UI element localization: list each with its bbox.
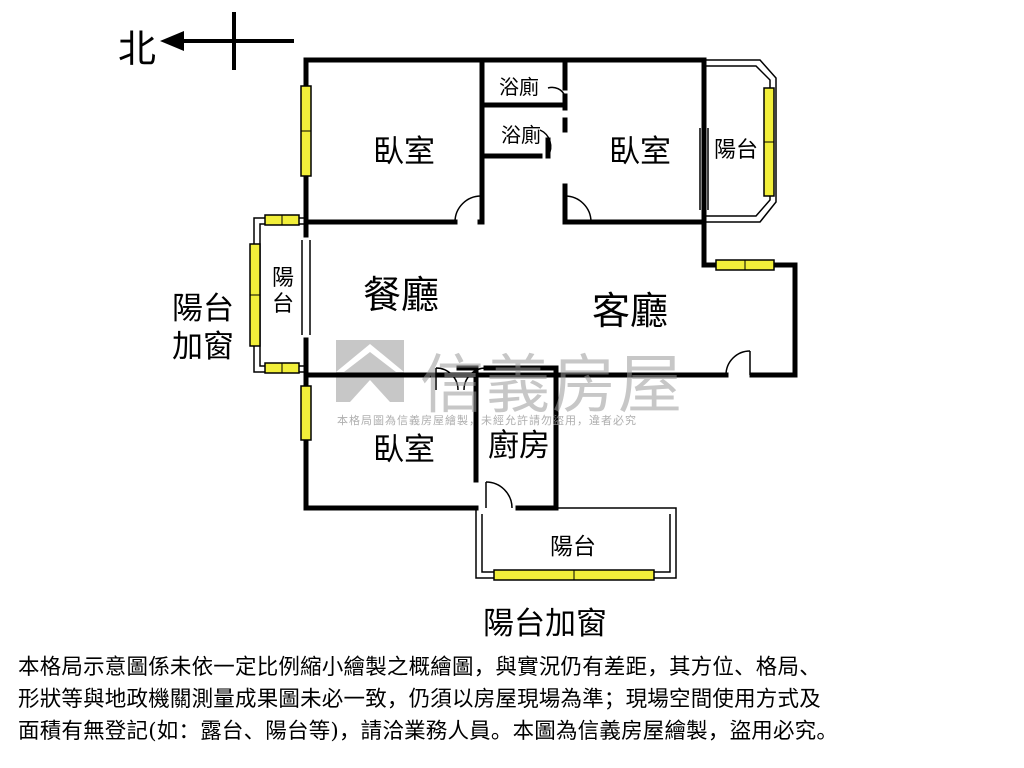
window-mullions	[250, 130, 774, 580]
floor-plan	[160, 12, 798, 581]
room-label-kitchen: 廚房	[488, 428, 550, 464]
room-label-living: 客廳	[592, 289, 669, 333]
room-label-bedroom-ne: 臥室	[609, 134, 671, 170]
disclaimer-line: 面積有無登記(如：露台、陽台等)，請洽業務人員。本圖為信義房屋繪製，盜用必究。	[18, 719, 839, 744]
room-label-bath-mid: 浴廁	[501, 123, 541, 147]
annotation-balcony-window-left: 陽台加窗	[172, 291, 234, 365]
disclaimer-line: 本格局示意圖係未依一定比例縮小繪製之概繪圖，與實況仍有差距，其方位、格局、	[18, 655, 821, 680]
watermark-note: 本格局圖為信義房屋繪製，未經允許請勿盜用，違者必究	[337, 414, 637, 427]
room-label-bedroom-nw: 臥室	[373, 134, 435, 170]
room-label-balcony-west: 陽台	[272, 266, 295, 317]
north-arrow-icon	[160, 12, 294, 70]
window-bedroom-sw	[300, 385, 312, 441]
room-label-dining: 餐廳	[363, 273, 440, 317]
walls	[303, 57, 798, 511]
annotation-balcony-window-bottom: 陽台加窗	[483, 606, 607, 642]
disclaimer: 本格局示意圖係未依一定比例縮小繪製之概繪圖，與實況仍有差距，其方位、格局、 形狀…	[18, 652, 1013, 748]
room-label-balcony-east: 陽台	[714, 138, 759, 163]
room-label-balcony-south: 陽台	[550, 534, 596, 560]
watermark-brand: 信義房屋	[420, 349, 684, 423]
watermark-logo	[336, 340, 404, 402]
room-label-bedroom-sw: 臥室	[373, 432, 435, 468]
room-label-bath-top: 浴廁	[499, 75, 539, 99]
disclaimer-line: 形狀等與地政機關測量成果圖未必一致，仍須以房屋現場為準；現場空間使用方式及	[18, 687, 821, 712]
doors	[435, 86, 751, 509]
compass-label: 北	[118, 27, 157, 71]
